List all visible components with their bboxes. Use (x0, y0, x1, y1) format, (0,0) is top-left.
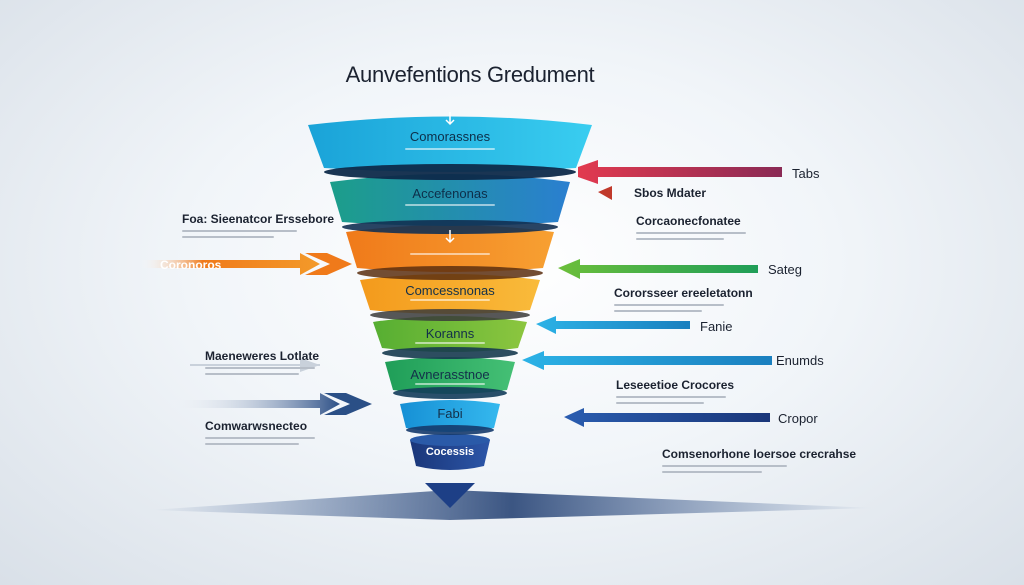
funnel-layer-6-label: Avnerasstnoe (410, 367, 490, 382)
funnel-layer-1-subtext (405, 148, 495, 150)
left-arrow-1 (140, 253, 352, 275)
right-arrow-1-label: Tabs (792, 166, 820, 181)
right-item-6-heading: Leseeetioe Crocores (616, 378, 735, 392)
left-item-2-heading: Maeneweres Lotlate (205, 349, 320, 363)
right-arrow-5-label: Enumds (776, 353, 824, 368)
ground-shadow (150, 490, 874, 520)
right-arrow-4 (536, 316, 690, 334)
left-item-3-caption (205, 433, 315, 449)
funnel-layer-7-label: Fabi (437, 406, 463, 421)
funnel-layer-8-label: Cocessis (425, 446, 475, 458)
right-arrow-3 (558, 259, 758, 279)
right-arrow-1 (578, 160, 782, 184)
funnel-layer-3-subtext (410, 253, 490, 255)
funnel-layer-8 (410, 434, 490, 470)
funnel-layer-4 (360, 274, 540, 321)
funnel-tip (425, 483, 475, 508)
right-item-6-caption (616, 392, 726, 408)
right-item-2-heading: Corcaonecfonatee (636, 214, 741, 228)
funnel-layer-3 (346, 225, 554, 280)
funnel-layer-2-label: Accefenonas (412, 186, 488, 201)
diagram-title: Aunvefentions Gredument (345, 62, 595, 87)
funnel-layer-7 (400, 400, 500, 435)
left-item-1-caption (182, 226, 297, 242)
right-item-7-caption (662, 461, 787, 477)
right-item-4-caption (614, 300, 724, 316)
down-arrow-icon (445, 112, 455, 126)
right-arrow-2 (598, 186, 612, 200)
funnel-layer-2 (330, 174, 570, 234)
right-arrow-6-label: Cropor (778, 411, 818, 426)
funnel-layer-1 (308, 116, 592, 180)
left-arrow-1-label: Coronoros (160, 258, 222, 272)
left-item-3-heading: Comwarwsnecteo (205, 419, 308, 433)
funnel-layer-2-subtext (405, 204, 495, 206)
right-arrow-6 (564, 408, 770, 427)
right-item-4-heading: Cororsseer ereeletatonn (614, 286, 753, 300)
funnel-layer-5-label: Koranns (425, 326, 475, 341)
funnel-layer-1-label: Comorassnes (409, 129, 491, 144)
left-arrow-3 (165, 393, 372, 415)
right-item-2-caption (636, 228, 746, 244)
funnel-layer-5-subtext (415, 342, 485, 344)
funnel-layer-4-label: Comcessnonas (405, 283, 495, 298)
left-item-2-caption (205, 363, 315, 379)
left-item-1-heading: Foa: Sieenatcor Erssebore (182, 212, 335, 226)
funnel-layer-5 (373, 316, 527, 359)
right-item-7-heading: Comsenorhone Ioersoe crecrahse (662, 447, 857, 461)
down-arrow-icon-2 (445, 230, 455, 244)
right-item-1-heading: Sbos Mdater (634, 186, 707, 200)
right-arrow-3-label: Sateg (768, 262, 802, 277)
funnel-layer-6-subtext (415, 383, 485, 385)
funnel-layer-4-subtext (410, 299, 490, 301)
right-arrow-4-label: Fanie (700, 319, 733, 334)
right-arrow-5 (522, 351, 772, 370)
